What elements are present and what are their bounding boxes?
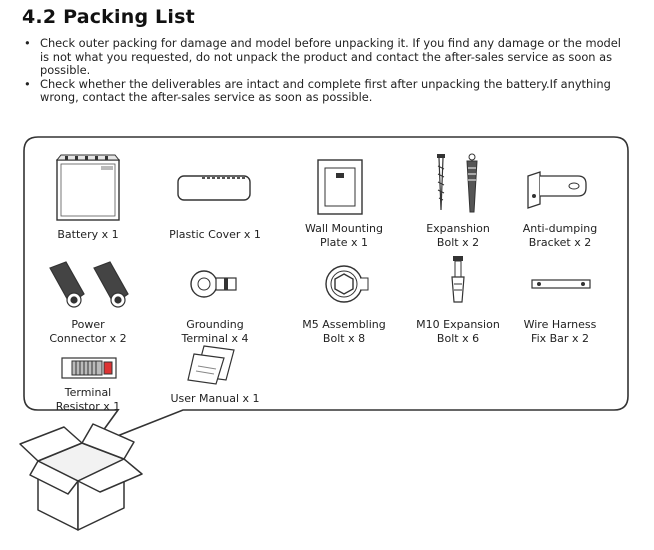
battery-label: Battery x 1: [57, 228, 119, 241]
user-manual-label: User Manual x 1: [170, 392, 260, 405]
power-connector-label-1: Power: [71, 318, 105, 331]
m10-bolt-label-1: M10 Expansion: [416, 318, 500, 331]
m5-bolt-label-2: Bolt x 8: [322, 332, 366, 345]
grounding-terminal-label-2: Terminal x 4: [181, 332, 249, 345]
instruction-item: Check outer packing for damage and model…: [22, 36, 632, 78]
plastic-cover-label: Plastic Cover x 1: [169, 228, 261, 241]
fix-bar-label-2: Fix Bar x 2: [531, 332, 589, 345]
grounding-terminal-label-1: Grounding: [186, 318, 244, 331]
m5-bolt-label-1: M5 Assembling: [302, 318, 386, 331]
open-box-icon: [19, 423, 143, 531]
expansion-bolt-icon: [432, 152, 488, 218]
anti-dumping-label-1: Anti-dumping: [522, 222, 598, 235]
section-heading: 4.2 Packing List: [22, 6, 195, 28]
m10-bolt-label-2: Bolt x 6: [436, 332, 480, 345]
instruction-item: Check whether the deliverables are intac…: [22, 77, 632, 105]
anti-dumping-label-2: Bracket x 2: [528, 236, 592, 249]
plastic-cover-icon: [176, 172, 252, 208]
terminal-resistor-icon: [58, 352, 120, 386]
battery-icon: [55, 152, 123, 226]
instruction-list: Check outer packing for damage and model…: [22, 36, 632, 105]
m5-bolt-icon: [322, 262, 372, 310]
m10-expansion-bolt-icon: [449, 254, 467, 308]
wall-plate-label-1: Wall Mounting: [304, 222, 383, 235]
wall-plate-icon: [316, 158, 364, 220]
expansion-bolt-label-2: Bolt x 2: [436, 236, 480, 249]
grounding-terminal-icon: [188, 268, 244, 304]
terminal-resistor-label-2: Resistor x 1: [55, 400, 121, 413]
terminal-resistor-label-1: Terminal: [64, 386, 112, 399]
wall-plate-label-2: Plate x 1: [319, 236, 368, 249]
power-connector-label-2: Connector x 2: [49, 332, 127, 345]
fix-bar-label-1: Wire Harness: [523, 318, 597, 331]
user-manual-icon: [186, 344, 246, 390]
expansion-bolt-label-1: Expanshion: [426, 222, 490, 235]
anti-dumping-bracket-icon: [526, 170, 590, 214]
fix-bar-icon: [530, 276, 592, 295]
power-connector-icon: [44, 260, 140, 316]
